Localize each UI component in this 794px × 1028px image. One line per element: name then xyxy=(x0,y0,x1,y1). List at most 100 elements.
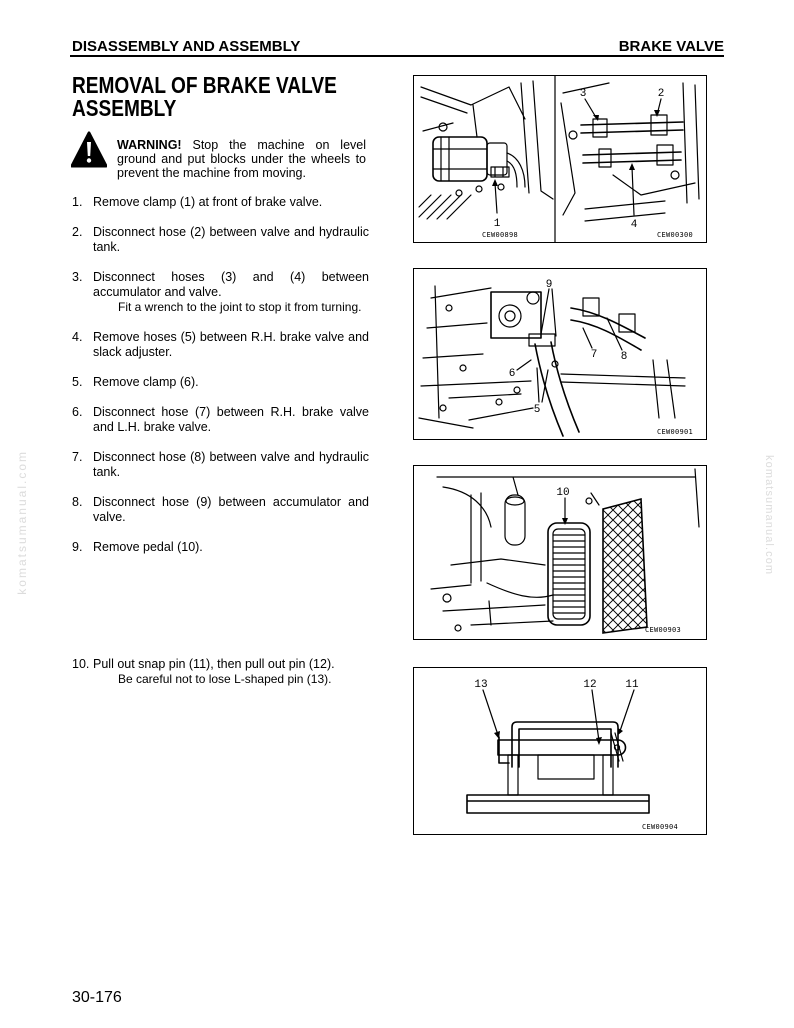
step-instruction: Disconnect hoses (3) and (4) between acc… xyxy=(93,270,369,299)
step-instruction: Remove pedal (10). xyxy=(93,540,203,554)
step-text: Remove hoses (5) between R.H. brake valv… xyxy=(93,330,369,360)
cab-structure xyxy=(429,491,600,626)
callout-1: 1 xyxy=(493,218,500,230)
step-item: 3. Disconnect hoses (3) and (4) between … xyxy=(72,270,369,315)
support-post xyxy=(506,753,519,796)
callout-12: 12 xyxy=(583,679,596,691)
figure-code: CEW00904 xyxy=(641,823,677,831)
bolt xyxy=(584,496,593,505)
title-line-2: ASSEMBLY xyxy=(72,95,177,121)
clamp xyxy=(489,165,510,178)
warning-message: Stop the machine on level ground and put… xyxy=(117,138,367,180)
step-number: 9. xyxy=(72,540,83,554)
step-number: 6. xyxy=(72,405,83,419)
step-text: Disconnect hose (9) between accumulator … xyxy=(93,495,369,525)
leader-line xyxy=(515,287,623,403)
step-instruction: Remove clamp (1) at front of brake valve… xyxy=(93,195,323,209)
bolt xyxy=(438,403,447,412)
arrowhead xyxy=(592,114,599,121)
figure-2: 9 7 8 6 5 CEW00901 xyxy=(413,268,707,440)
step-item: 2. Disconnect hose (2) between valve and… xyxy=(72,225,369,255)
bolt xyxy=(496,182,505,191)
brake-pedal xyxy=(546,521,591,626)
step-item: 4. Remove hoses (5) between R.H. brake v… xyxy=(72,330,369,360)
frame-lines xyxy=(419,79,554,200)
step-item: 6. Disconnect hose (7) between R.H. brak… xyxy=(72,405,369,435)
bolt xyxy=(512,385,521,394)
arrowhead xyxy=(493,730,500,739)
step-number: 7. xyxy=(72,450,83,464)
step-note: Fit a wrench to the joint to stop it fro… xyxy=(118,300,362,314)
arrowhead xyxy=(561,517,568,525)
bolt xyxy=(441,592,452,603)
callout-5: 5 xyxy=(533,404,540,416)
bolt xyxy=(567,129,578,140)
support-post-top xyxy=(504,495,525,506)
floor-edge xyxy=(435,467,700,528)
arrowhead xyxy=(617,727,623,735)
header-rule xyxy=(70,55,724,57)
step-instruction: Disconnect hose (7) between R.H. brake v… xyxy=(93,405,369,434)
step-number: 8. xyxy=(72,495,83,509)
callout-10: 10 xyxy=(556,487,569,499)
step-item: 1. Remove clamp (1) at front of brake va… xyxy=(72,195,369,210)
hose-fitting xyxy=(617,312,636,333)
step-list: 1. Remove clamp (1) at front of brake va… xyxy=(72,195,369,570)
watermark-right: komatsumanual.com xyxy=(763,455,775,576)
step-number: 4. xyxy=(72,330,83,344)
pin-12 xyxy=(496,738,626,756)
arrowhead xyxy=(491,178,498,186)
snap-pin-11 xyxy=(609,731,624,762)
callout-8: 8 xyxy=(620,351,627,363)
valve-details xyxy=(431,135,488,182)
figure-3-illustration: 10 CEW00903 xyxy=(429,467,700,634)
callout-9: 9 xyxy=(545,279,552,291)
step-item: 10. Pull out snap pin (11), then pull ou… xyxy=(72,657,369,687)
step-number: 2. xyxy=(72,225,83,239)
figure-1: 1 CEW00898 3 2 4 CEW00300 xyxy=(413,75,707,243)
step-text: Remove clamp (1) at front of brake valve… xyxy=(93,195,369,210)
figure-code: CEW00903 xyxy=(644,626,680,634)
figure-code: CEW00898 xyxy=(481,231,517,239)
page-title: REMOVAL OF BRAKE VALVE ASSEMBLY xyxy=(72,74,402,120)
step-note: Be careful not to lose L-shaped pin (13)… xyxy=(118,672,332,686)
step-number: 5. xyxy=(72,375,83,389)
step-instruction: Disconnect hose (8) between valve and hy… xyxy=(93,450,369,479)
step-instruction: Disconnect hose (9) between accumulator … xyxy=(93,495,369,524)
figure-code: CEW00901 xyxy=(656,428,692,436)
step-instruction: Remove hoses (5) between R.H. brake valv… xyxy=(93,330,369,359)
hose-fitting xyxy=(591,117,608,138)
title-line-1: REMOVAL OF BRAKE VALVE xyxy=(72,72,337,98)
figure-code: CEW00300 xyxy=(656,231,692,239)
step-text: Pull out snap pin (11), then pull out pi… xyxy=(93,657,369,687)
hose-pipes xyxy=(579,120,684,164)
figure-1-illustration: 1 CEW00898 3 2 4 CEW00300 xyxy=(417,76,700,242)
figure-2-illustration: 9 7 8 6 5 CEW00901 xyxy=(417,279,692,437)
bolt xyxy=(453,623,462,632)
figure-4: 13 12 11 CEW00904 xyxy=(413,667,707,835)
step-instruction: Remove clamp (6). xyxy=(93,375,199,389)
section-header: DISASSEMBLY AND ASSEMBLY xyxy=(72,38,301,55)
step-number: 10. xyxy=(72,657,90,671)
brake-pedal-ribs xyxy=(551,533,586,614)
step-text: Disconnect hose (8) between valve and hy… xyxy=(93,450,369,480)
pedal-block xyxy=(536,753,595,780)
step-item: 5. Remove clamp (6). xyxy=(72,375,369,390)
warning-triangle-icon xyxy=(71,131,107,168)
warning-label: WARNING! xyxy=(117,138,182,152)
page-number: 30-176 xyxy=(72,989,122,1006)
leader-line xyxy=(481,688,635,742)
topic-header: BRAKE VALVE xyxy=(618,38,724,55)
rod-and-brackets xyxy=(559,358,686,419)
step-text: Disconnect hoses (3) and (4) between acc… xyxy=(93,270,369,315)
bolt xyxy=(458,363,467,372)
brake-valve-block xyxy=(489,290,542,339)
accelerator-pedal xyxy=(601,497,648,634)
callout-11: 11 xyxy=(625,679,639,691)
hose-fitting xyxy=(655,143,674,166)
step-text: Remove pedal (10). xyxy=(93,540,369,555)
hose-fitting xyxy=(581,296,600,317)
arrowhead xyxy=(595,736,602,745)
l-shaped-pin-13 xyxy=(497,735,510,764)
bolt xyxy=(669,169,680,180)
